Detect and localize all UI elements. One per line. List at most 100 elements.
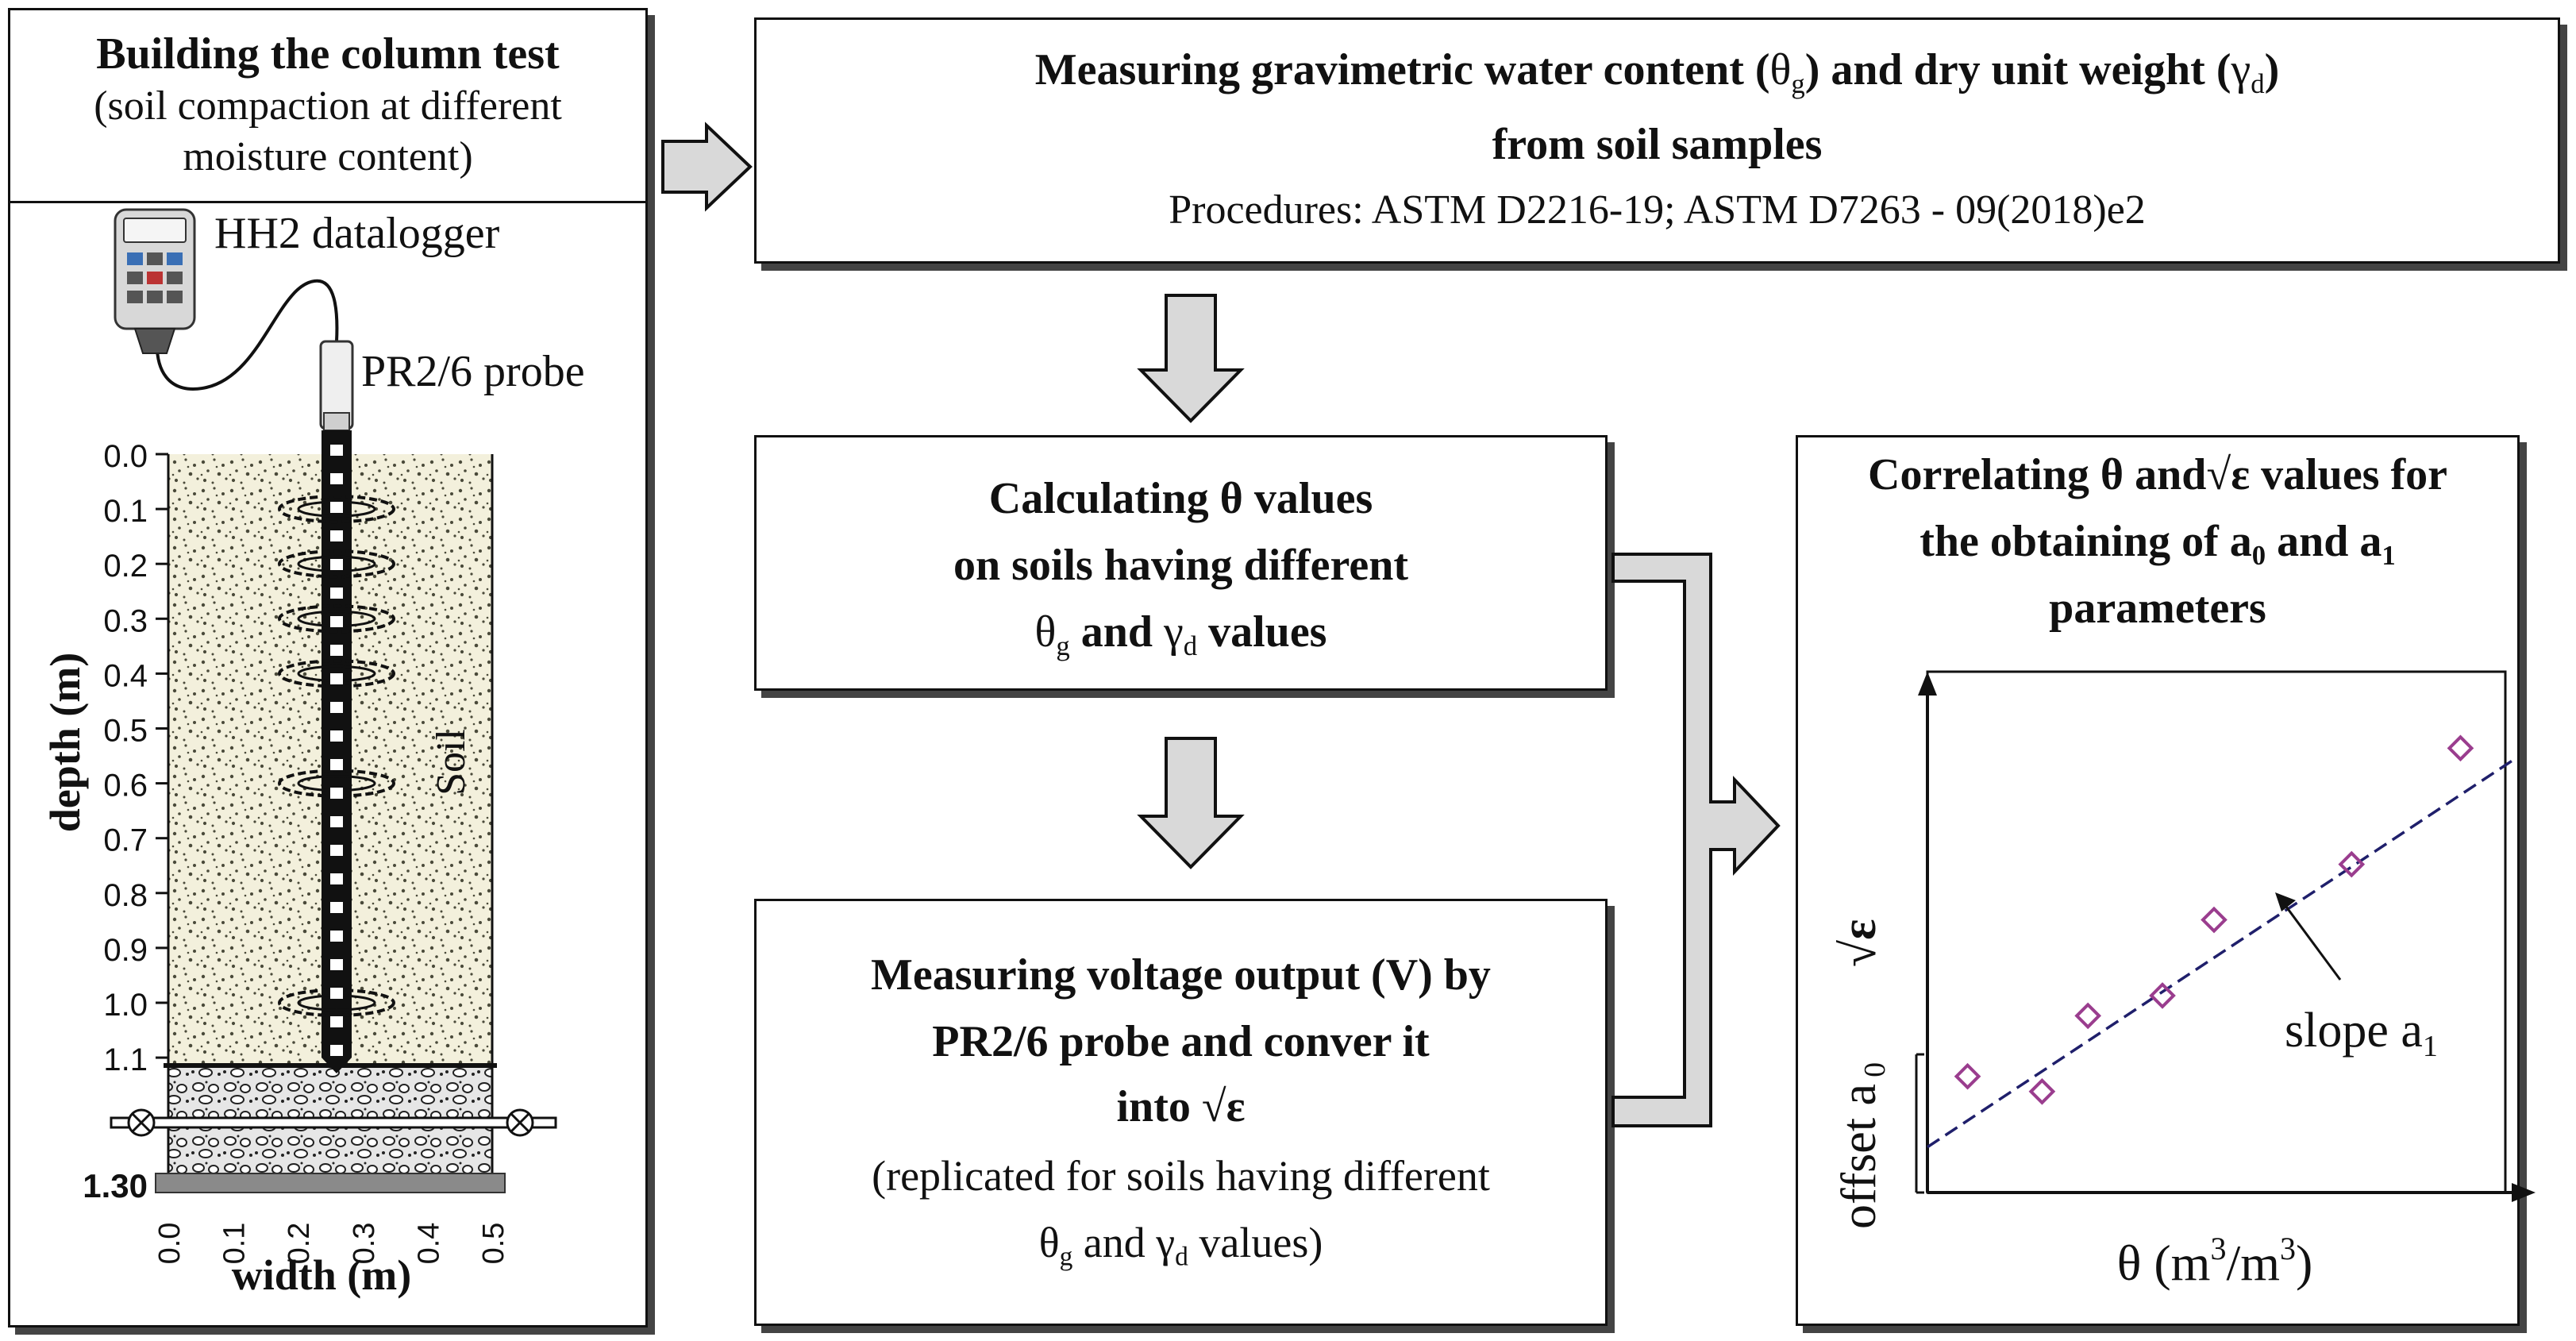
probe-segment — [330, 759, 343, 770]
probe-label: PR2/6 probe — [361, 347, 585, 396]
width-tick-label: 0.1 — [218, 1223, 252, 1265]
column-title-area: Building the column test (soil compactio… — [10, 28, 645, 182]
soil-column-drawing: Soil — [110, 454, 557, 1193]
sensor-ring — [278, 495, 395, 524]
x-axis-label: θ (m3/m3) — [2117, 1231, 2313, 1291]
depth-tick-label: 0.3 — [103, 603, 148, 638]
depth-tick-label: 0.0 — [103, 439, 148, 474]
depth-tick-label: 0.6 — [103, 769, 148, 803]
voltage-line-5: θg and γd values) — [1038, 1219, 1323, 1272]
datalogger-label: HH2 datalogger — [214, 209, 500, 258]
data-point — [2074, 1002, 2101, 1030]
probe-segment — [330, 616, 343, 627]
y-axis-label: √ε — [1832, 919, 1886, 967]
measure-line-1: Measuring gravimetric water content (θg)… — [1034, 45, 2280, 100]
probe-segment — [330, 502, 343, 513]
chart-frame — [1926, 670, 2507, 1194]
width-tick-label: 0.3 — [348, 1223, 381, 1265]
drain-pipe — [110, 1108, 557, 1137]
depth-tick-label: 0.7 — [103, 823, 148, 858]
sensor-rings — [278, 445, 395, 1056]
probe-segment — [330, 931, 343, 942]
correlation-line-2: the obtaining of a0 and a1 — [1919, 517, 2396, 572]
width-tick-label: 0.4 — [412, 1223, 445, 1265]
depth-tick-label: 0.2 — [103, 549, 148, 584]
calc-line-3: θg and γd values — [1034, 607, 1327, 662]
data-points — [1954, 734, 2474, 1105]
hh2-datalogger-icon — [114, 208, 196, 354]
width-tick-label: 0.5 — [477, 1223, 510, 1265]
arrow-merge-to-correlation — [1611, 553, 1781, 1127]
depth-tick-label: 1.0 — [103, 988, 148, 1023]
cable — [155, 279, 339, 391]
data-point — [2338, 850, 2366, 878]
depth-tick-label: 1.30 — [83, 1167, 148, 1204]
width-ticks: 0.0 0.1 0.2 0.3 0.4 0.5 — [153, 1223, 510, 1265]
probe-segment — [330, 988, 343, 999]
probe-segment — [330, 845, 343, 856]
data-point — [1954, 1062, 1981, 1090]
probe-segment — [330, 530, 343, 541]
voltage-line-1: Measuring voltage output (V) by — [871, 950, 1491, 1000]
depth-tick-label: 0.4 — [103, 658, 148, 693]
sensor-ring — [278, 549, 395, 579]
measure-line-2: from soil samples — [1492, 120, 1823, 169]
correlation-chart: slope a1 offset a0 √ε θ (m3/m3) — [1832, 670, 2536, 1291]
depth-ticks: 0.0 0.1 0.2 0.3 0.4 0.5 0.6 0.7 0.8 0.9 1.0 1.1 1.30 — [83, 439, 168, 1204]
probe-segment — [330, 588, 343, 599]
sensor-ring-inner — [297, 555, 376, 572]
probe-segment — [330, 788, 343, 799]
probe-segment — [330, 730, 343, 742]
probe-segment — [330, 473, 343, 484]
probe-segment — [330, 873, 343, 884]
width-tick-label: 0.0 — [153, 1223, 187, 1265]
offset-bracket — [1915, 1053, 1924, 1194]
offset-label: offset a0 — [1832, 1062, 1892, 1229]
column-subtitle-1: (soil compaction at different — [94, 83, 562, 129]
soil-label: Soil — [429, 729, 474, 796]
probe-segment — [330, 959, 343, 970]
data-point — [2201, 906, 2228, 934]
depth-tick-label: 0.5 — [103, 714, 148, 749]
depth-tick-label: 0.1 — [103, 494, 148, 529]
voltage-line-2: PR2/6 probe and conver it — [932, 1017, 1430, 1066]
sensor-ring — [278, 659, 395, 688]
probe-segment — [330, 559, 343, 570]
width-tick-label: 0.2 — [283, 1223, 316, 1265]
measure-voltage-box: Measuring voltage output (V) by PR2/6 pr… — [754, 899, 1608, 1326]
slope-label: slope a1 — [2285, 1004, 2438, 1063]
depth-tick-label: 0.8 — [103, 878, 148, 913]
fit-line — [1927, 759, 2513, 1149]
probe-segment — [330, 673, 343, 684]
data-point — [2149, 982, 2176, 1009]
width-axis-label: width (m) — [232, 1251, 412, 1299]
arrow-column-to-measure — [661, 121, 753, 212]
data-point — [2447, 734, 2474, 762]
arrow-measure-to-calc — [1137, 294, 1245, 423]
slope-pointer — [2275, 892, 2342, 981]
correlation-line-1: Correlating θ and√ε values for — [1868, 450, 2447, 499]
probe-segment — [330, 1016, 343, 1027]
depth-tick-label: 1.1 — [103, 1042, 148, 1077]
probe-segment — [330, 645, 343, 656]
depth-axis-label: depth (m) — [41, 653, 89, 833]
measure-water-content-box: Measuring gravimetric water content (θg)… — [754, 17, 2560, 264]
column-subtitle-2: moisture content) — [183, 133, 473, 179]
sensor-ring — [278, 604, 395, 634]
arrow-calc-to-voltage — [1137, 737, 1245, 869]
column-title: Building the column test — [96, 29, 560, 79]
probe-segment — [330, 902, 343, 913]
calc-line-1: Calculating θ values — [988, 474, 1373, 523]
data-point — [2028, 1077, 2056, 1105]
calculate-theta-box: Calculating θ values on soils having dif… — [754, 435, 1608, 691]
correlation-line-3: parameters — [2049, 584, 2266, 633]
probe-segment — [330, 816, 343, 827]
calc-line-2: on soils having different — [953, 541, 1409, 590]
probe-segment — [330, 702, 343, 713]
voltage-line-3: into √ε — [1116, 1082, 1246, 1131]
depth-tick-label: 0.9 — [103, 933, 148, 968]
column-base — [155, 1173, 506, 1193]
probe-segment — [330, 1045, 343, 1056]
correlation-box: Correlating θ and√ε values for the obtai… — [1796, 435, 2520, 1326]
